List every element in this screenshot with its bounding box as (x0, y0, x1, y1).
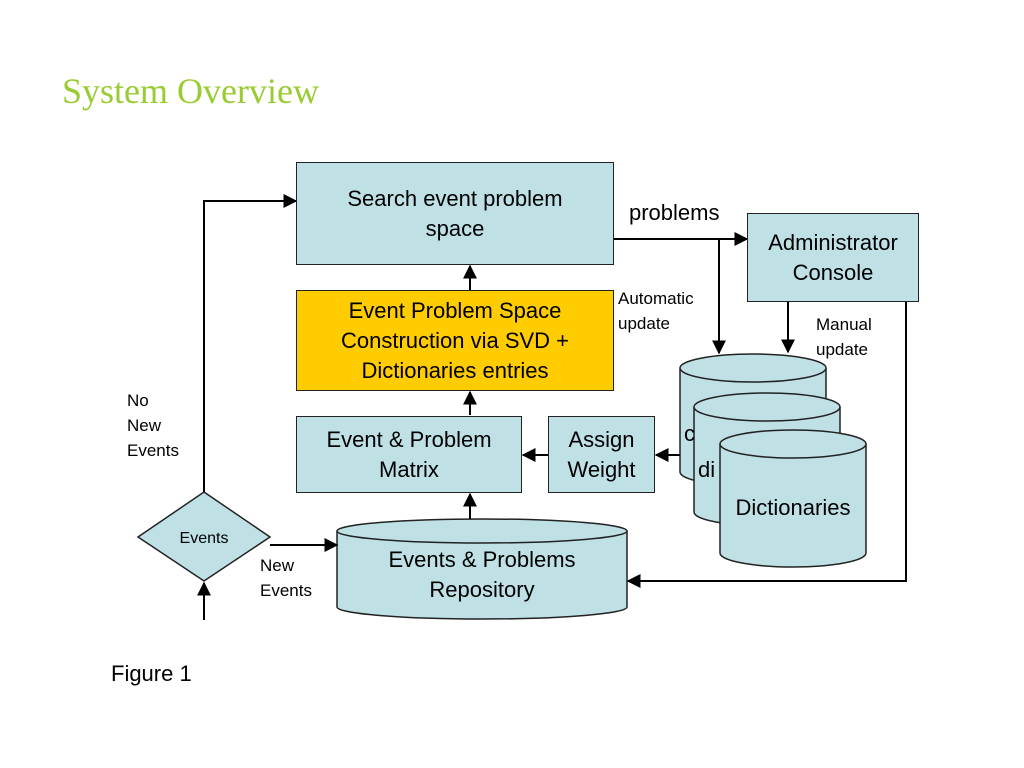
slide-title: System Overview (62, 71, 319, 111)
dictionary-front-label: Dictionaries (735, 495, 851, 520)
dictionary-back-label: c (684, 421, 695, 446)
repository-cylinder (336, 518, 628, 620)
events-diamond (136, 491, 272, 582)
dictionary-middle-label: di (698, 457, 716, 482)
figure-caption: Figure 1 (111, 661, 192, 686)
no-new-events-arrow (203, 194, 298, 492)
events-diamond-label: Events (180, 530, 229, 547)
admin-to-repository-arrow (626, 302, 907, 588)
problems-label: problems (629, 200, 720, 225)
dictionary-cylinder-front (719, 429, 867, 568)
